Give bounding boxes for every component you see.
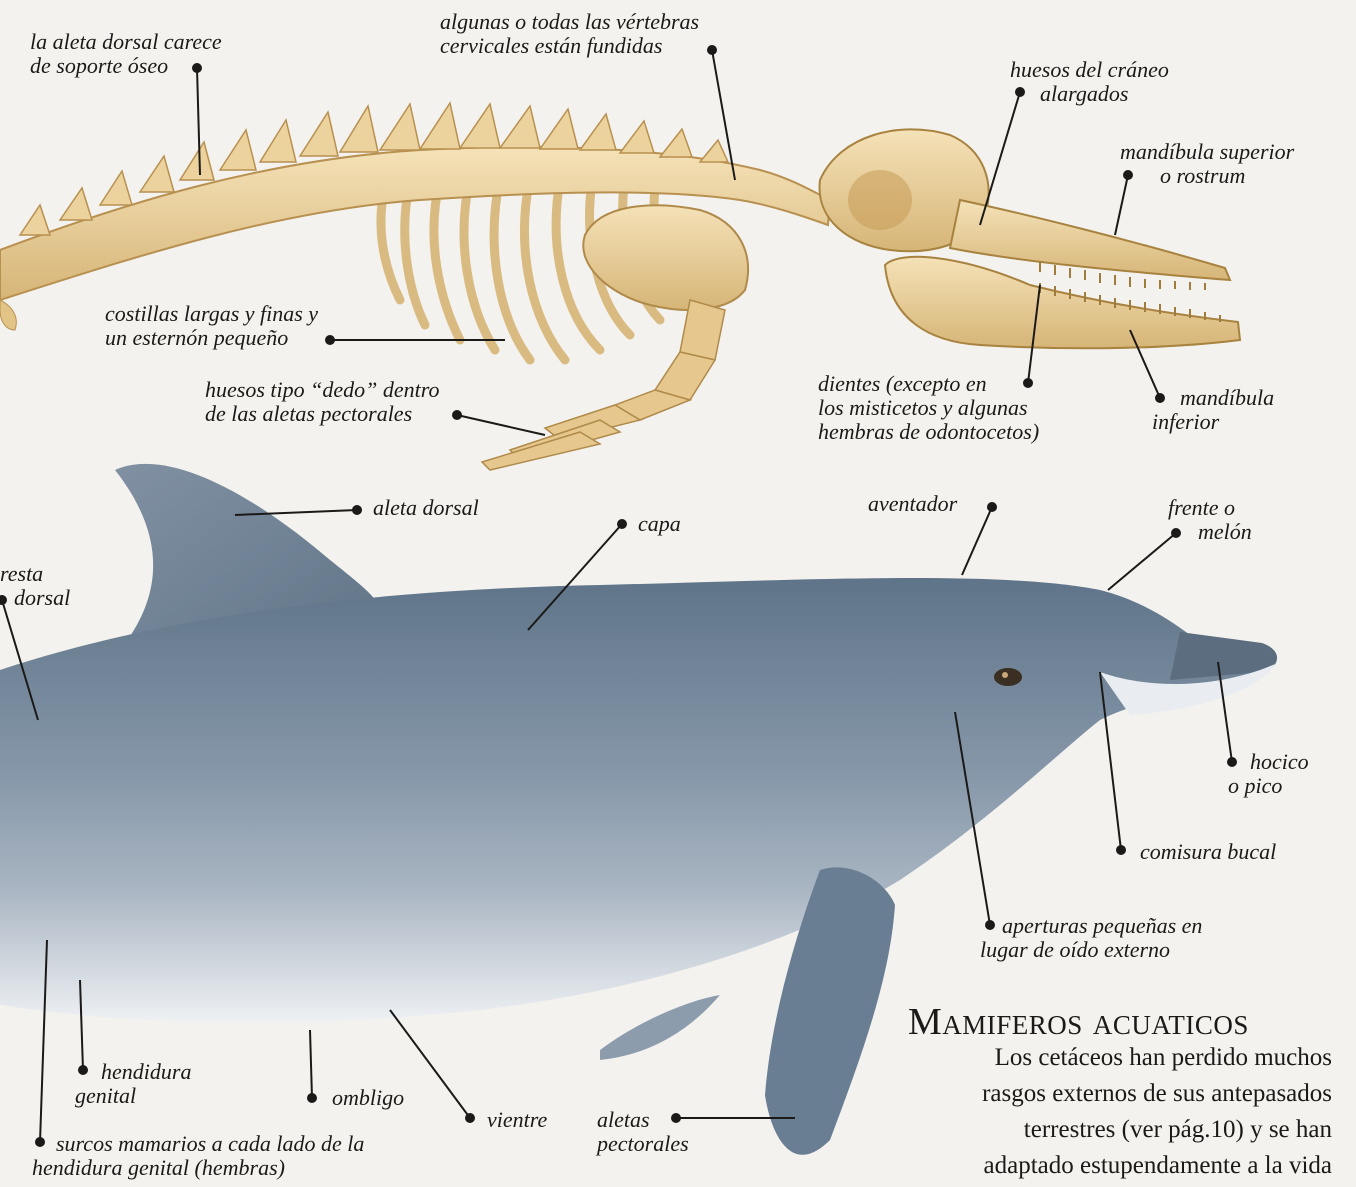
label-line: la aleta dorsal carece <box>30 30 222 54</box>
label-line: genital <box>75 1084 191 1108</box>
label-line: comisura bucal <box>1140 840 1276 864</box>
label-line: hendidura genital (hembras) <box>32 1156 364 1180</box>
label-line: huesos del cráneo <box>1010 58 1169 82</box>
label-line: dorsal <box>0 586 70 610</box>
body-text: Los cetáceos han perdido muchos rasgos e… <box>982 1040 1332 1184</box>
label-line: melón <box>1168 520 1252 544</box>
label-line: aventador <box>868 492 957 516</box>
label-line: mandíbula superior <box>1120 140 1294 164</box>
label-pectoral: aletas pectorales <box>597 1108 689 1156</box>
label-upper-jaw: mandíbula superior o rostrum <box>1120 140 1294 188</box>
upper-jaw <box>950 200 1230 280</box>
label-line: inferior <box>1152 410 1274 434</box>
label-line: hendidura <box>75 1060 191 1084</box>
label-line: hembras de odontocetos) <box>818 420 1039 444</box>
label-line: de soporte óseo <box>30 54 222 78</box>
label-ridge: resta dorsal <box>0 562 70 610</box>
label-line: aleta dorsal <box>373 496 479 520</box>
label-line: costillas largas y finas y <box>105 302 318 326</box>
label-line: pectorales <box>597 1132 689 1156</box>
label-navel: ombligo <box>332 1086 404 1110</box>
label-line: los misticetos y algunas <box>818 396 1039 420</box>
section-heading: Mamiferos acuaticos <box>908 1000 1249 1044</box>
body-line: terrestres (ver pág.10) y se han <box>982 1112 1332 1148</box>
label-line: aperturas pequeñas en <box>980 914 1202 938</box>
label-line: capa <box>638 512 681 536</box>
label-line: cervicales están fundidas <box>440 34 699 58</box>
label-line: un esternón pequeño <box>105 326 318 350</box>
flipper-bones <box>482 300 725 470</box>
label-line: de las aletas pectorales <box>205 402 439 426</box>
label-lower-jaw: mandíbula inferior <box>1152 386 1274 434</box>
label-line: vientre <box>487 1108 547 1132</box>
label-line: frente o <box>1168 496 1252 520</box>
label-blowhole: aventador <box>868 492 957 516</box>
label-line: ombligo <box>332 1086 404 1110</box>
label-dorsal-support: la aleta dorsal carece de soporte óseo <box>30 30 222 78</box>
label-melon: frente o melón <box>1168 496 1252 544</box>
label-teeth: dientes (excepto en los misticetos y alg… <box>818 372 1039 444</box>
label-line: surcos mamarios a cada lado de la <box>32 1132 364 1156</box>
label-line: aletas <box>597 1108 689 1132</box>
label-belly: vientre <box>487 1108 547 1132</box>
label-line: hocico <box>1228 750 1309 774</box>
skeleton <box>0 103 1240 470</box>
label-line: resta <box>0 562 70 586</box>
label-line: huesos tipo “dedo” dentro <box>205 378 439 402</box>
label-line: mandíbula <box>1152 386 1274 410</box>
label-line: alargados <box>1010 82 1169 106</box>
label-line: o rostrum <box>1120 164 1294 188</box>
label-ear-openings: aperturas pequeñas en lugar de oído exte… <box>980 914 1202 962</box>
label-mammary: surcos mamarios a cada lado de la hendid… <box>32 1132 364 1180</box>
label-ribs: costillas largas y finas y un esternón p… <box>105 302 318 350</box>
label-blubber: capa <box>638 512 681 536</box>
body-line: rasgos externos de sus antepasados <box>982 1076 1332 1112</box>
label-genital: hendidura genital <box>75 1060 191 1108</box>
label-skull: huesos del cráneo alargados <box>1010 58 1169 106</box>
label-finger-bones: huesos tipo “dedo” dentro de las aletas … <box>205 378 439 426</box>
label-line: dientes (excepto en <box>818 372 1039 396</box>
label-line: lugar de oído externo <box>980 938 1202 962</box>
label-cervical: algunas o todas las vértebras cervicales… <box>440 10 699 58</box>
body-line: Los cetáceos han perdido muchos <box>982 1040 1332 1076</box>
label-mouth-corner: comisura bucal <box>1140 840 1276 864</box>
label-dorsal-fin: aleta dorsal <box>373 496 479 520</box>
dolphin-eye <box>994 668 1022 686</box>
body-line: adaptado estupendamente a la vida <box>982 1148 1332 1184</box>
label-line: algunas o todas las vértebras <box>440 10 699 34</box>
label-beak: hocico o pico <box>1228 750 1309 798</box>
label-line: o pico <box>1228 774 1309 798</box>
